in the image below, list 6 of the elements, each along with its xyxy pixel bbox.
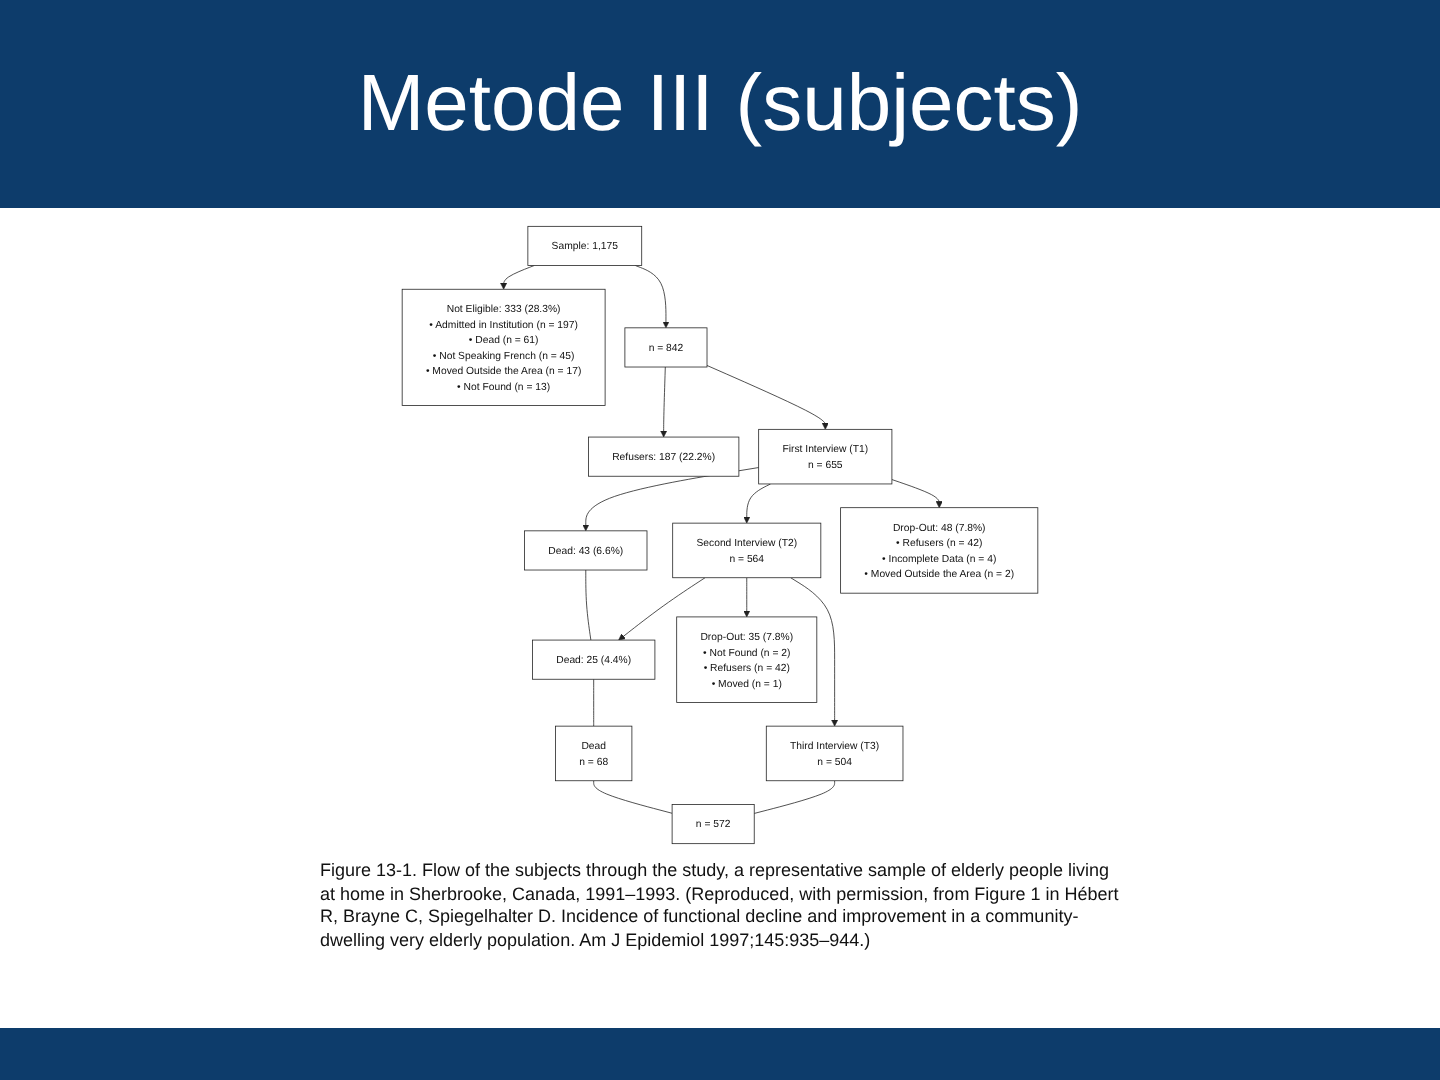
connector	[753, 780, 836, 814]
slide-title: Metode III (subjects)	[355, 60, 1085, 150]
connector	[593, 780, 673, 814]
connector	[593, 678, 595, 727]
connector	[585, 569, 592, 641]
figure-caption: Figure 13-1. Flow of the subjects through the study, a representative sample of elderly people living at home in Sherbrooke, Canada, 1991–1993. (Reproduced, with permission, from Figure 1 in Hébert R, Brayne C, Spiegelhalter D. Incidence of functional decline and improvement in a community-dwelling very elderly population. Am J Epidemiol 1997;145:935–944.)	[320, 860, 1120, 954]
